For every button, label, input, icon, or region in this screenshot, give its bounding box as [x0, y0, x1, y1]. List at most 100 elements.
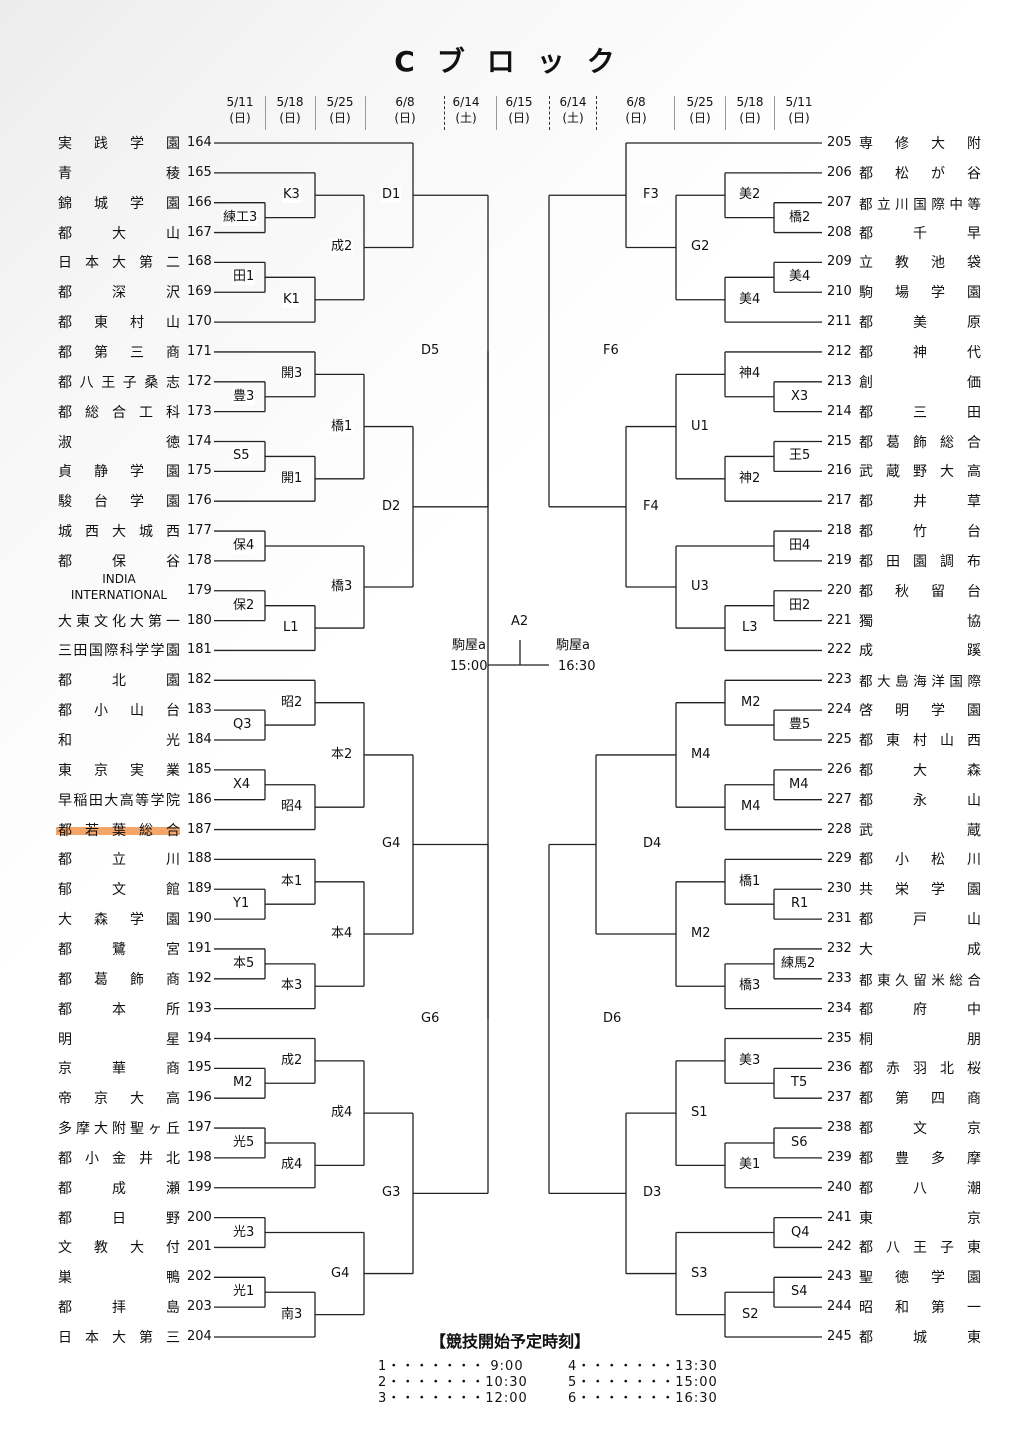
weekday-label: (日): [739, 111, 761, 125]
game-label: T5: [790, 1075, 809, 1092]
team-number: 184: [187, 732, 212, 747]
final-right-venue: 駒屋a: [556, 638, 590, 653]
team-number: 219: [827, 552, 852, 568]
team-number: 225: [827, 732, 852, 747]
team-number: 218: [827, 523, 852, 539]
team-number: 244: [827, 1299, 852, 1315]
game-label: 豊5: [788, 717, 812, 734]
team-number: 189: [187, 881, 212, 897]
date-separator: [265, 96, 266, 130]
date-column: 5/11(日): [217, 94, 263, 126]
date-column: 5/11(日): [776, 94, 822, 126]
game-label: M2: [690, 926, 712, 943]
team-name: 啓明学園: [859, 703, 981, 720]
team-name: 都北園: [58, 673, 180, 690]
legend-item: 5・・・・・・・15:00: [568, 1375, 718, 1390]
team-number: 210: [827, 284, 852, 300]
game-label: 王5: [788, 448, 812, 465]
weekday-label: (日): [229, 111, 251, 125]
game-label: 本1: [280, 873, 304, 890]
team-number: 217: [827, 493, 852, 509]
date-column: 6/8(日): [382, 94, 428, 126]
legend-item: 4・・・・・・・13:30: [568, 1359, 718, 1374]
legend-item: 6・・・・・・・16:30: [568, 1391, 718, 1406]
team-number: 178: [187, 552, 212, 568]
team-number: 212: [827, 343, 852, 359]
game-label: Q3: [232, 717, 253, 734]
game-label: 成4: [280, 1157, 304, 1174]
game-label: 成2: [280, 1052, 304, 1069]
team-name: 都府中: [859, 1001, 981, 1018]
team-number: 202: [187, 1269, 212, 1285]
team-number: 236: [827, 1060, 852, 1076]
team-name: 都八潮: [859, 1180, 981, 1197]
weekday-label: (日): [329, 111, 351, 125]
team-number: 196: [187, 1090, 212, 1106]
team-name: 都葛飾商: [58, 971, 180, 988]
legend-item: 1・・・・・・・ 9:00: [378, 1359, 524, 1374]
team-number: 177: [187, 523, 212, 539]
team-name: 錦城学園: [58, 195, 180, 212]
team-number: 234: [827, 1000, 852, 1016]
game-label: 美2: [738, 187, 762, 204]
weekday-label: (日): [625, 111, 647, 125]
team-number: 232: [827, 940, 852, 956]
date-separator: [596, 96, 597, 130]
team-name: 都八王子東: [859, 1240, 981, 1257]
team-name: 大東文化大第一: [58, 613, 180, 630]
team-name: 聖徳学園: [859, 1270, 981, 1287]
team-number: 208: [827, 224, 852, 240]
team-name: 都立川国際中等: [859, 196, 981, 213]
team-name: 都鷺宮: [58, 941, 180, 958]
date-label: 6/15: [505, 95, 533, 109]
team-number: 182: [187, 672, 212, 688]
team-number: 168: [187, 254, 212, 270]
final-left-venue: 駒屋a: [452, 638, 486, 653]
team-number: 238: [827, 1120, 852, 1136]
game-label: 成4: [330, 1105, 354, 1122]
weekday-label: (土): [562, 111, 584, 125]
team-name: 都松が谷: [859, 165, 981, 182]
team-number: 183: [187, 702, 212, 718]
team-number: 230: [827, 881, 852, 897]
team-name: 文教大付: [58, 1240, 180, 1257]
team-name: 早稲田大高等学院: [58, 792, 180, 809]
legend-item: 3・・・・・・・12:00: [378, 1391, 528, 1406]
team-number: 221: [827, 612, 852, 628]
game-label: D2: [381, 498, 402, 515]
team-name: 郁文館: [58, 882, 180, 899]
date-column: 5/25 (日): [317, 94, 363, 126]
game-label: D5: [420, 343, 441, 360]
team-name: 成蹊: [859, 643, 981, 660]
game-label: D4: [642, 836, 663, 853]
date-label: 6/14: [559, 95, 587, 109]
team-number: 169: [187, 284, 212, 300]
team-name: 都成瀬: [58, 1180, 180, 1197]
team-name: 都東村山: [58, 315, 180, 332]
date-separator: [549, 96, 550, 130]
team-name: 淑徳: [58, 434, 180, 451]
team-name: 三田国際科学学園: [58, 643, 180, 660]
date-label: 5/25: [326, 95, 354, 109]
team-number: 245: [827, 1329, 852, 1344]
team-name: 都東村山西: [859, 733, 981, 749]
team-name: 巣鴨: [58, 1270, 180, 1287]
team-name: 都田園調布: [859, 553, 981, 570]
game-label: M4: [788, 776, 810, 793]
game-label: 橋3: [738, 978, 762, 995]
team-number: 195: [187, 1060, 212, 1076]
game-label: 保4: [232, 537, 256, 554]
team-number: 192: [187, 970, 212, 986]
team-number: 181: [187, 642, 212, 658]
team-number: 209: [827, 254, 852, 270]
game-label: G3: [381, 1185, 402, 1202]
team-name: 明星: [58, 1031, 180, 1048]
team-name: 駒場学園: [859, 285, 981, 302]
team-number: 188: [187, 851, 212, 867]
team-name: 和光: [58, 733, 180, 749]
team-number: 187: [187, 821, 212, 837]
date-column: 5/18(日): [727, 94, 773, 126]
game-label: 神2: [738, 470, 762, 487]
team-name: 昭和第一: [859, 1300, 981, 1317]
